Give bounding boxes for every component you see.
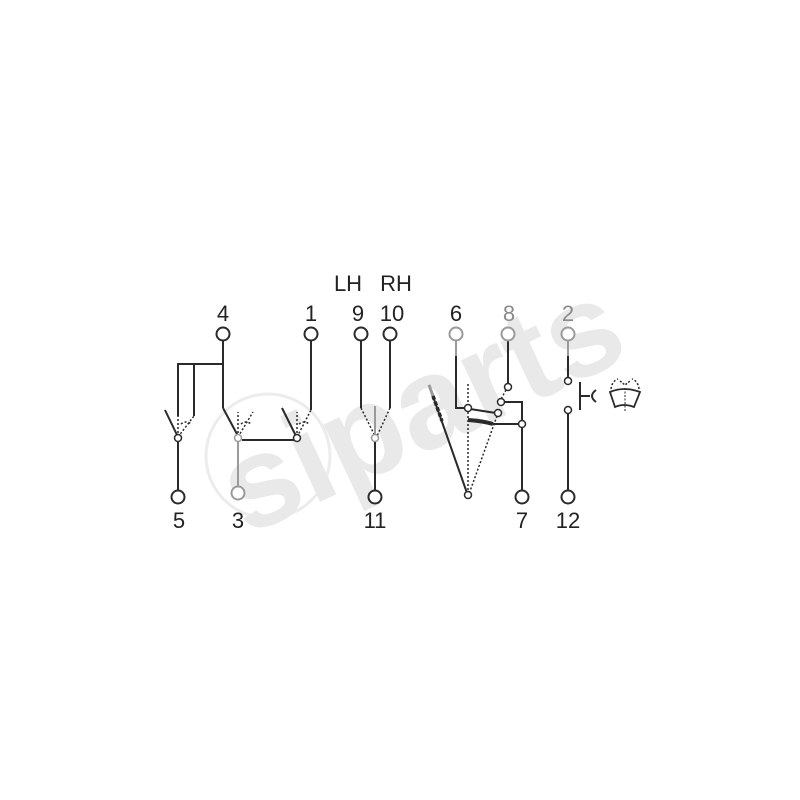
terminal-11: [367, 489, 383, 505]
terminal-7: [514, 489, 530, 505]
pushbutton-2-12: [560, 326, 597, 505]
terminal-label-1: 1: [305, 301, 317, 326]
terminal-label-9: 9: [352, 301, 364, 326]
terminal-3: [230, 485, 246, 501]
terminal-12: [560, 489, 576, 505]
terminal-10: [382, 326, 398, 342]
terminal-label-7: 7: [516, 508, 528, 533]
terminal-1: [303, 326, 319, 342]
terminal-8: [500, 326, 516, 342]
terminal-9: [353, 326, 369, 342]
switch-group-4-1-5-3: [164, 326, 319, 505]
terminal-label-12: 12: [556, 508, 580, 533]
terminal-5: [170, 489, 186, 505]
terminal-label-3: 3: [232, 508, 244, 533]
terminal-2: [560, 326, 576, 342]
terminal-label-8: 8: [503, 301, 515, 326]
changeover-switch-9-10-11: [353, 326, 398, 505]
terminal-label-5: 5: [173, 508, 185, 533]
terminal-6: [448, 326, 464, 342]
terminal-label-11: 11: [364, 508, 387, 533]
terminal-4: [215, 326, 231, 342]
terminal-label-4: 4: [217, 301, 229, 326]
label-lh: LH: [334, 271, 362, 296]
terminal-label-6: 6: [450, 301, 462, 326]
terminal-label-2: 2: [562, 301, 574, 326]
lever-switch-6-8-7: [427, 326, 530, 505]
terminal-label-10: 10: [380, 301, 404, 326]
label-rh: RH: [380, 271, 412, 296]
windscreen-washer-icon: [608, 378, 642, 411]
